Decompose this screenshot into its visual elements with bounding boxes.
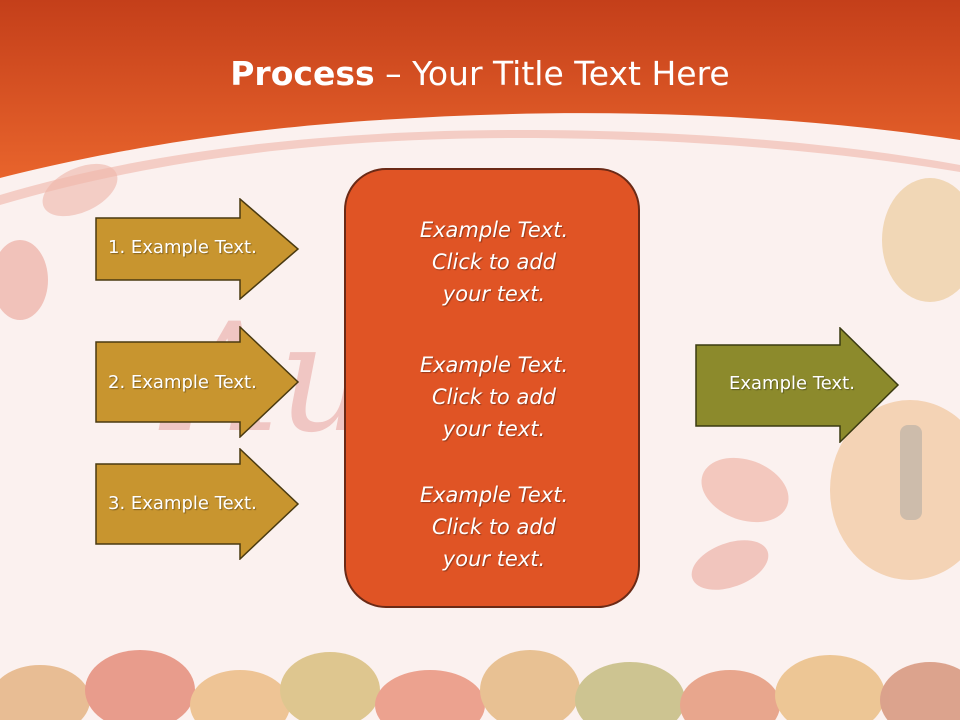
arrow-label: 3. Example Text. [108, 493, 257, 514]
title-rest: – Your Title Text Here [374, 54, 730, 93]
arrow-label: 2. Example Text. [108, 372, 257, 393]
slide-title[interactable]: Process – Your Title Text Here [0, 52, 960, 96]
header-swoosh [0, 130, 960, 205]
arrow-label: 1. Example Text. [108, 237, 257, 258]
arrow-shape [695, 327, 900, 443]
center-text-block-2: Example Text. Click to add your text. [346, 349, 642, 445]
center-text-line: your text. [442, 547, 546, 571]
title-bold: Process [230, 54, 375, 93]
arrow-shape [95, 448, 300, 560]
center-text-block-3: Example Text. Click to add your text. [346, 479, 642, 575]
center-text-line: your text. [442, 282, 546, 306]
left-arrow-3[interactable]: 3. Example Text. [95, 448, 300, 560]
center-text-line: Example Text. [419, 218, 569, 242]
left-arrow-1[interactable]: 1. Example Text. [95, 198, 300, 300]
center-text-line: your text. [442, 417, 546, 441]
arrow-label: Example Text. [729, 373, 855, 394]
arrow-shape [95, 326, 300, 438]
leaf-decoration [0, 163, 960, 590]
center-text-line: Click to add [431, 385, 556, 409]
header-band [0, 0, 960, 178]
right-arrow[interactable]: Example Text. [695, 327, 900, 443]
center-text-line: Example Text. [419, 483, 569, 507]
center-text-block-1: Example Text. Click to add your text. [346, 214, 642, 310]
center-text-line: Example Text. [419, 353, 569, 377]
center-text-box[interactable]: Example Text. Click to add your text. Ex… [344, 168, 640, 608]
bottom-leaves-decoration [0, 650, 960, 720]
center-text-line: Click to add [431, 250, 556, 274]
arrow-shape [95, 198, 300, 300]
center-text-line: Click to add [431, 515, 556, 539]
left-arrow-2[interactable]: 2. Example Text. [95, 326, 300, 438]
